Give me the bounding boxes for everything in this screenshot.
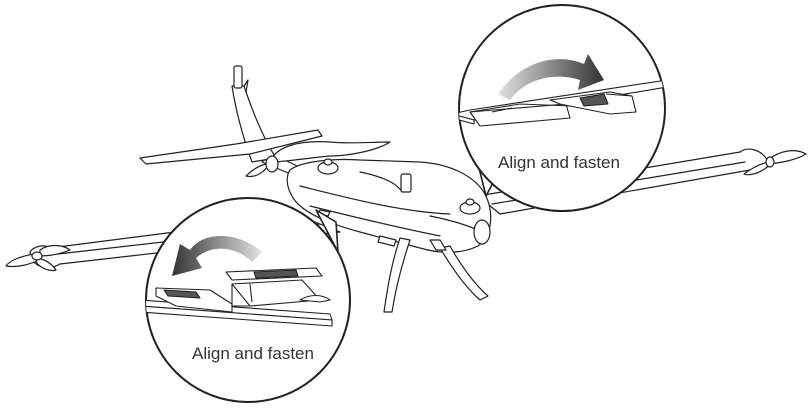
callout-align-fasten-right: Align and fasten bbox=[458, 4, 666, 212]
callout-label-left: Align and fasten bbox=[192, 344, 314, 363]
fuselage bbox=[286, 158, 492, 253]
landing-gear bbox=[383, 237, 489, 313]
right-wingtip-propeller bbox=[743, 150, 807, 176]
left-wingtip-propeller bbox=[5, 244, 71, 272]
arrow-right-icon bbox=[498, 54, 604, 100]
rear-propeller bbox=[245, 141, 391, 178]
horizontal-stabilizer bbox=[139, 129, 323, 165]
callout-label-right: Align and fasten bbox=[498, 153, 620, 172]
callout-align-fasten-left: Align and fasten bbox=[145, 197, 351, 403]
wing-connector-right bbox=[469, 103, 571, 127]
arrow-left-icon bbox=[172, 235, 262, 276]
drone-illustration bbox=[5, 65, 807, 313]
